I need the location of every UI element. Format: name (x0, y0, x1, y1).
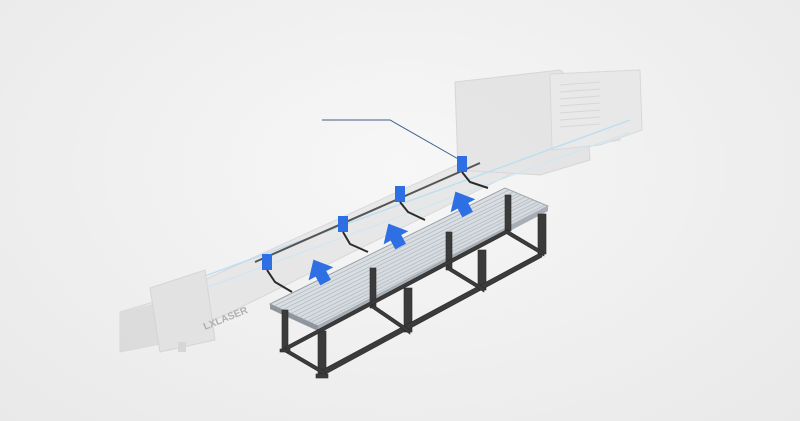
blue-support-4 (457, 156, 489, 189)
blue-support-3 (395, 186, 426, 221)
blue-support-1 (262, 254, 293, 293)
callout-leader-line (322, 119, 461, 161)
arrow-icon (383, 223, 409, 250)
feed-direction-arrows (308, 191, 476, 286)
feed-rail (254, 162, 481, 263)
arrow-icon (308, 259, 334, 286)
blue-supports (262, 156, 489, 293)
support-frame (279, 194, 547, 379)
arrow-icon (450, 191, 476, 218)
blue-support-2 (338, 216, 369, 253)
laser-machine-ghost: LXLASER (119, 69, 643, 353)
